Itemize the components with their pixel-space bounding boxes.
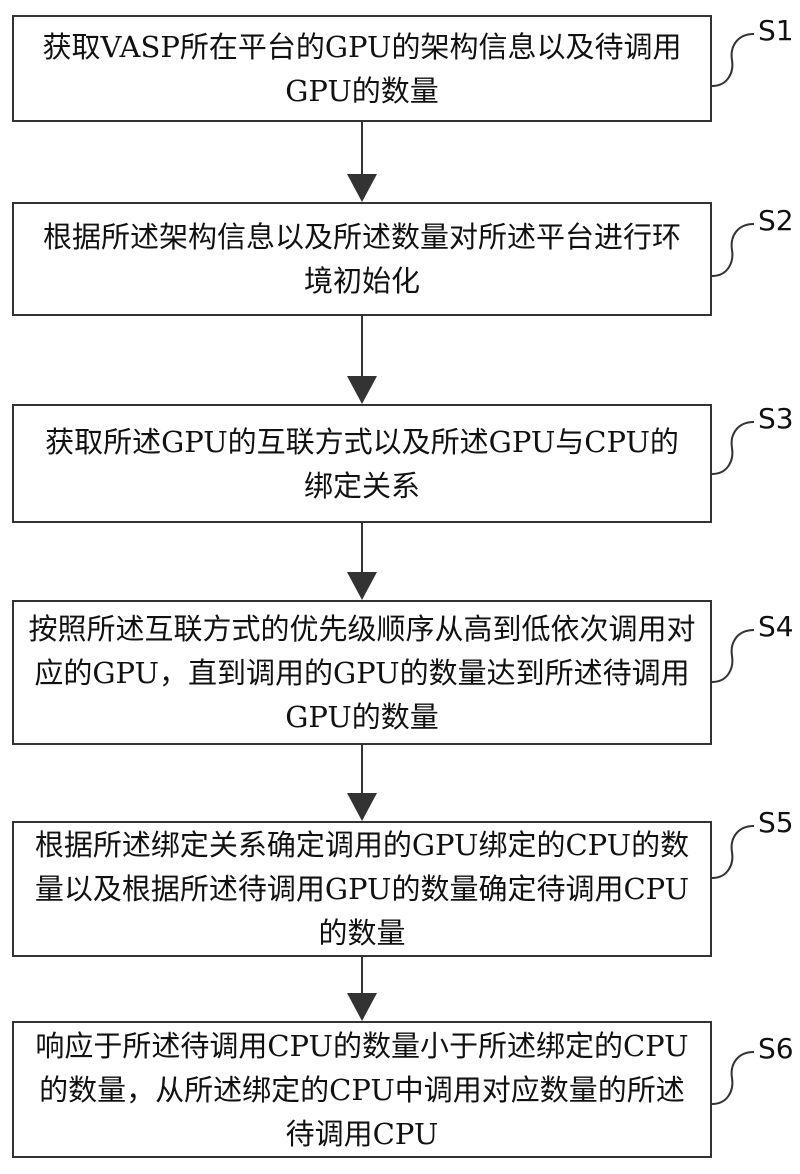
step-box-s5: 根据所述绑定关系确定调用的GPU绑定的CPU的数量以及根据所述待调用GPU的数量… xyxy=(12,821,712,957)
arrow-s2-s3-head xyxy=(347,376,377,404)
step-label-s1: S1 xyxy=(758,14,794,47)
arrow-s1-s2-head xyxy=(347,174,377,202)
connector-s4 xyxy=(711,629,755,683)
step-label-s5: S5 xyxy=(758,806,794,839)
step-box-s2: 根据所述架构信息以及所述数量对所述平台进行环境初始化 xyxy=(12,202,712,316)
step-label-s4: S4 xyxy=(758,610,794,643)
step-text-s2: 根据所述架构信息以及所述数量对所述平台进行环境初始化 xyxy=(42,220,681,298)
arrow-s3-s4-head xyxy=(347,572,377,600)
step-box-s4: 按照所述互联方式的优先级顺序从高到低依次调用对应的GPU，直到调用的GPU的数量… xyxy=(12,600,712,745)
step-box-s3: 获取所述GPU的互联方式以及所述GPU与CPU的绑定关系 xyxy=(12,404,712,523)
arrow-s1-s2-line xyxy=(361,122,363,174)
step-text-s6: 响应于所述待调用CPU的数量小于所述绑定的CPU的数量，从所述绑定的CPU中调用… xyxy=(35,1028,689,1151)
step-text-s4: 按照所述互联方式的优先级顺序从高到低依次调用对应的GPU，直到调用的GPU的数量… xyxy=(28,611,696,734)
step-text-s5: 根据所述绑定关系确定调用的GPU绑定的CPU的数量以及根据所述待调用GPU的数量… xyxy=(34,828,690,950)
arrow-s2-s3-line xyxy=(361,316,363,376)
connector-s6 xyxy=(711,1051,755,1105)
connector-s3 xyxy=(711,421,755,475)
step-label-s6: S6 xyxy=(758,1032,794,1065)
step-box-s1: 获取VASP所在平台的GPU的架构信息以及待调用GPU的数量 xyxy=(12,15,712,122)
step-label-s3: S3 xyxy=(758,402,794,435)
step-box-s6: 响应于所述待调用CPU的数量小于所述绑定的CPU的数量，从所述绑定的CPU中调用… xyxy=(12,1021,712,1158)
arrow-s4-s5-line xyxy=(361,745,363,793)
step-text-s1: 获取VASP所在平台的GPU的架构信息以及待调用GPU的数量 xyxy=(42,29,682,108)
step-text-s3: 获取所述GPU的互联方式以及所述GPU与CPU的绑定关系 xyxy=(45,424,679,503)
connector-s5 xyxy=(711,825,755,879)
arrow-s5-s6-head xyxy=(347,993,377,1021)
arrow-s4-s5-head xyxy=(347,793,377,821)
connector-s1 xyxy=(711,33,755,87)
connector-s2 xyxy=(711,223,755,277)
arrow-s3-s4-line xyxy=(361,523,363,572)
arrow-s5-s6-line xyxy=(361,957,363,993)
step-label-s2: S2 xyxy=(758,204,794,237)
